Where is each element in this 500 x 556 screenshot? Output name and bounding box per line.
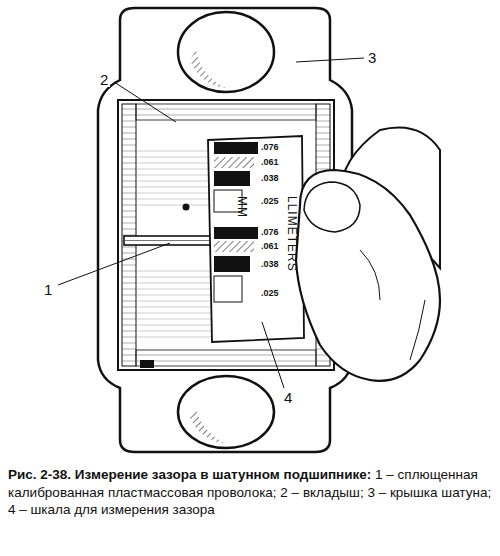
gauge-bars	[214, 142, 258, 302]
gauge-card	[208, 136, 304, 342]
figure-title: Рис. 2-38. Измерение зазора в шатунном п…	[8, 467, 371, 482]
scale-value: .025	[261, 197, 279, 206]
scale-unit: MM	[236, 196, 248, 218]
scale-value: .076	[261, 228, 279, 237]
oil-hole	[183, 204, 190, 211]
scale-value: .076	[261, 143, 279, 152]
bolt-hole	[178, 376, 274, 448]
scale-value: .061	[261, 242, 279, 251]
scale-unit: LLIMETERS	[286, 196, 298, 272]
callout-number: 3	[366, 50, 378, 65]
scale-value: .061	[261, 158, 279, 167]
leader-line	[58, 58, 364, 388]
scale-value: .025	[261, 289, 279, 298]
bolt-hole	[178, 12, 274, 92]
callout-number: 2	[98, 72, 110, 87]
caption-block: Рис. 2-38. Измерение зазора в шатунном п…	[8, 466, 492, 519]
scale-value: .038	[261, 260, 279, 269]
callout-number: 4	[282, 390, 294, 405]
scale-value: .038	[261, 174, 279, 183]
thumb	[296, 170, 440, 381]
callout-number: 1	[42, 282, 54, 297]
